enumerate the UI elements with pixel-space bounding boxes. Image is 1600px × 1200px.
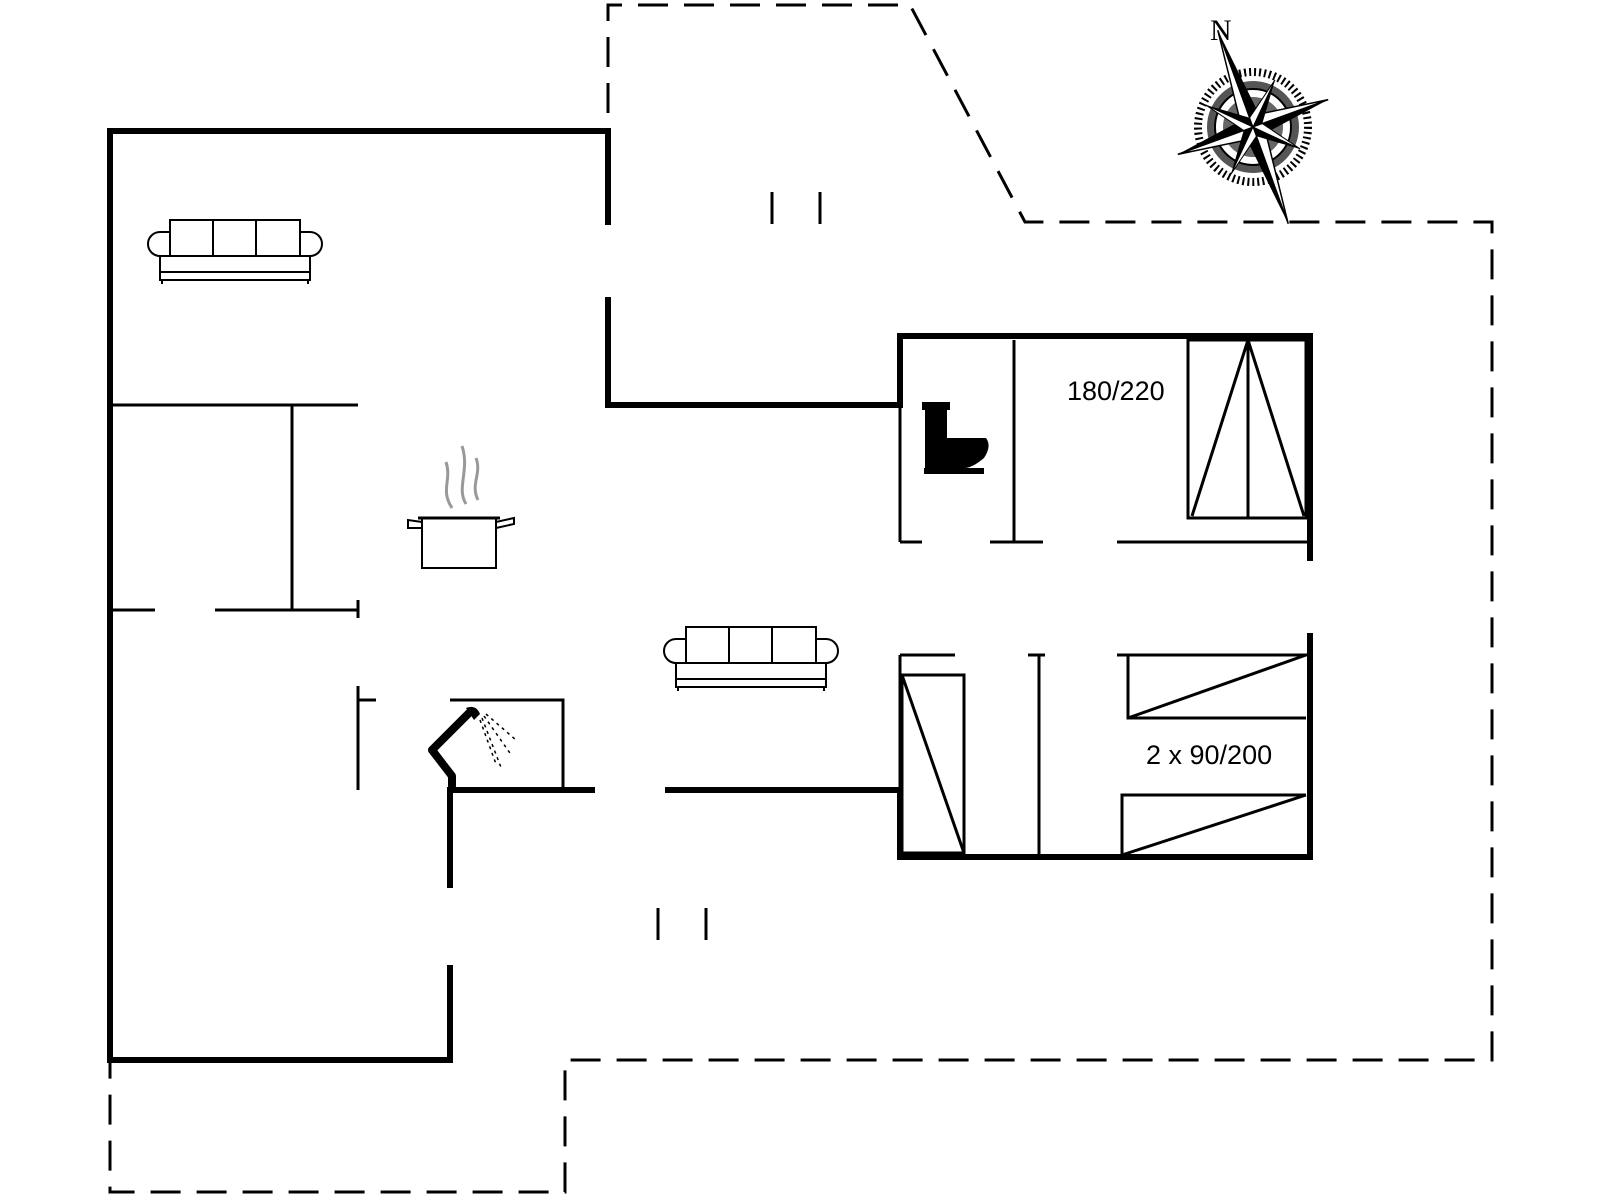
wardrobe-double-bedroom — [1186, 338, 1308, 520]
shower-icon — [428, 706, 517, 790]
double-bed-size-label: 180/220 — [1067, 376, 1165, 406]
interior-walls — [112, 192, 1310, 940]
terrace-outline — [108, 3, 1494, 1194]
twin-bed-size-label: 2 x 90/200 — [1146, 740, 1272, 770]
toilet-icon — [922, 402, 989, 474]
compass-north-label: N — [1210, 14, 1232, 47]
sofa-icon — [147, 219, 323, 284]
compass-rose-icon — [1177, 29, 1329, 225]
twin-beds — [1120, 653, 1307, 857]
wardrobe-twin-bedroom — [900, 673, 966, 855]
cooking-pot-icon — [407, 445, 515, 569]
sofa-icon — [663, 626, 839, 691]
